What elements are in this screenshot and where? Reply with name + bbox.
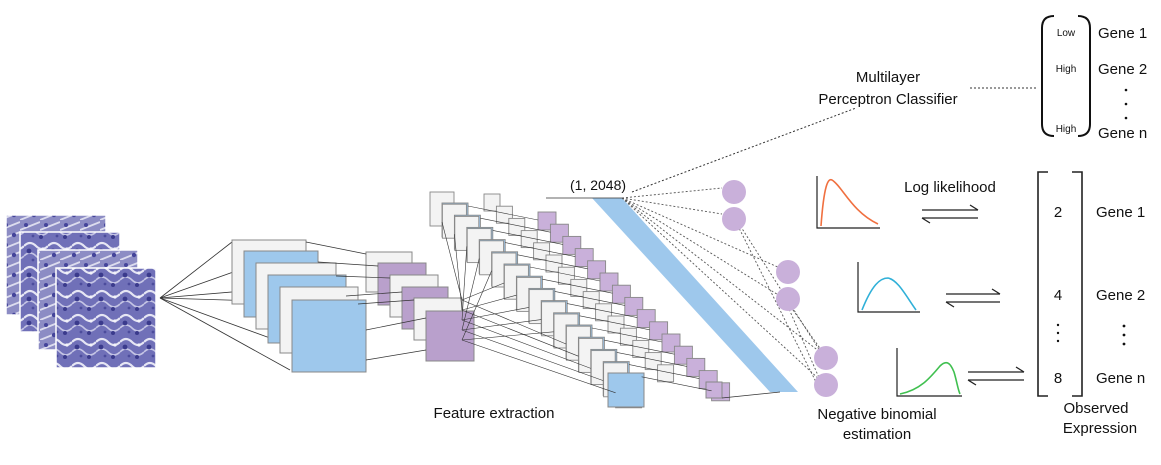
- classifier-gene-1: Gene 1: [1098, 25, 1147, 42]
- classifier-gene-n: Gene n: [1098, 125, 1147, 142]
- staircase-link-line: [529, 266, 601, 282]
- staircase-fan-line: [461, 294, 517, 311]
- mlp-label-line1: Multilayer: [856, 69, 920, 86]
- equilibrium-arrow-2: [945, 288, 1001, 308]
- observed-label-line1: Observed: [1063, 400, 1128, 417]
- staircase-link-line: [641, 376, 712, 392]
- mlp-label-line2: Perceptron Classifier: [818, 91, 957, 108]
- observed-expression: 2 4 8 Gene 1 Gene 2 Gene n Observed Expr…: [1037, 171, 1145, 437]
- embedding-to-mlp-dotted-line: [631, 107, 857, 193]
- staircase-fan-line: [461, 329, 604, 381]
- nb-output-nodes: [722, 180, 838, 397]
- observed-value-1: 2: [1054, 204, 1062, 221]
- tissue-image-stack: [5, 214, 157, 369]
- classifier-gene-2: Gene 2: [1098, 61, 1147, 78]
- staircase-fan-line: [461, 282, 505, 301]
- observed-right-bracket: [1072, 171, 1083, 397]
- classifier-level-2: High: [1056, 64, 1077, 75]
- staircase-fan-line: [461, 299, 567, 345]
- staircase-fan-line: [461, 309, 579, 357]
- node-genen-theta: [814, 373, 838, 397]
- distribution-curve-1: [820, 178, 879, 227]
- distribution-plot-3: [896, 348, 962, 397]
- log-likelihood-label: Log likelihood: [904, 179, 996, 196]
- staircase-fan-line: [461, 270, 492, 341]
- staircase-fan-line: [461, 339, 616, 394]
- staircase-link-line: [492, 230, 563, 245]
- equilibrium-arrows: [921, 204, 1025, 386]
- staircase-link-line: [467, 205, 539, 221]
- staircase-link-line: [591, 327, 663, 343]
- classifier-output: Low High High Gene 1 Gene 2 Gene n: [1041, 15, 1147, 142]
- staircase-link-line: [629, 364, 700, 379]
- staircase-fan-line: [461, 331, 554, 341]
- staircase-link-line: [579, 315, 650, 331]
- staircase-link-line: [480, 217, 551, 233]
- observed-value-ellipsis: [1056, 323, 1060, 343]
- staircase-final-layer: [607, 372, 645, 408]
- node-gene2-mu: [776, 260, 800, 284]
- staircase-fan-line: [461, 258, 480, 331]
- equilibrium-arrow-1: [921, 204, 979, 224]
- observed-gene-ellipsis: [1122, 324, 1126, 346]
- observed-label-line2: Expression: [1063, 420, 1137, 437]
- observed-gene-2: Gene 2: [1096, 287, 1145, 304]
- feature-extraction-label: Feature extraction: [434, 405, 555, 422]
- distribution-plot-1: [816, 176, 880, 229]
- classifier-level-3: High: [1056, 124, 1077, 135]
- staircase-link-line: [505, 242, 576, 257]
- node-gene1-theta: [722, 207, 746, 231]
- equilibrium-arrow-3: [967, 366, 1025, 386]
- staircase-link-line: [517, 254, 588, 270]
- staircase-fan-line: [461, 319, 591, 369]
- staircase-link-line: [616, 352, 687, 367]
- conv-block-1: [231, 239, 367, 373]
- observed-value-n: 8: [1054, 370, 1062, 387]
- observed-value-2: 4: [1054, 287, 1062, 304]
- distribution-curve-2: [861, 277, 917, 311]
- staircase-fan-line: [461, 319, 542, 331]
- residual-staircase: [429, 191, 731, 409]
- observed-gene-1: Gene 1: [1096, 204, 1145, 221]
- staircase-connection-lines: [441, 205, 712, 394]
- embedding-shape-label: (1, 2048): [570, 177, 626, 193]
- observed-left-bracket: [1037, 171, 1048, 397]
- block-connection-lines: [305, 241, 427, 361]
- nb-label-line2: estimation: [843, 426, 911, 443]
- node-gene1-mu: [722, 180, 746, 204]
- staircase-fan-line: [441, 221, 463, 301]
- staircase-fan-line: [454, 234, 463, 311]
- conv-block-2: [365, 251, 475, 362]
- distribution-curve-3: [899, 361, 961, 395]
- classifier-level-1: Low: [1057, 28, 1076, 39]
- embedding-vector-bar: [592, 198, 798, 392]
- staircase-link-line: [604, 339, 675, 355]
- staircase-link-line: [542, 278, 613, 294]
- tissue-tile-4: [55, 267, 157, 369]
- staircase-link-line: [554, 291, 625, 306]
- embedding-bottom-line: [721, 391, 781, 399]
- distribution-plot-2: [857, 262, 920, 313]
- staircase-final-purple: [705, 381, 723, 399]
- staircase-link-line: [567, 303, 638, 318]
- embedding-to-nodes-dotted-lines: [621, 187, 825, 383]
- classifier-left-bracket: [1041, 15, 1055, 137]
- classifier-vertical-ellipsis: [1124, 88, 1128, 120]
- classifier-right-bracket: [1077, 15, 1091, 137]
- staircase-fan-line: [461, 307, 529, 321]
- staircase-fan-line: [461, 246, 468, 321]
- node-gene2-theta: [776, 287, 800, 311]
- nb-label-line1: Negative binomial: [817, 406, 936, 423]
- node-genen-mu: [814, 346, 838, 370]
- observed-gene-n: Gene n: [1096, 370, 1145, 387]
